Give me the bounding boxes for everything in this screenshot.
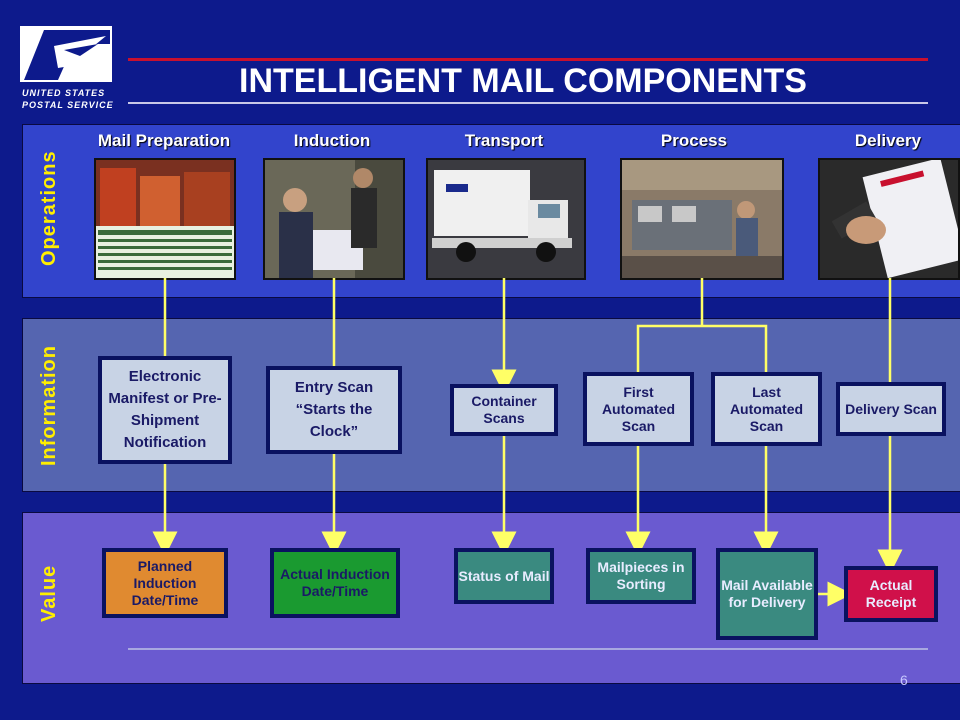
actual-receipt-box: Actual Receipt (844, 566, 938, 622)
logo-text-line1: UNITED STATES (22, 88, 106, 98)
logo-text-line2: POSTAL SERVICE (22, 100, 114, 110)
delivery-scan-box: Delivery Scan (836, 382, 946, 436)
mail-available-box: Mail Available for Delivery (716, 548, 818, 640)
title-bottom-rule (128, 102, 928, 104)
page-title: INTELLIGENT MAIL COMPONENTS (239, 62, 807, 100)
bottom-rule (128, 648, 928, 650)
planned-induction-box: Planned Induction Date/Time (102, 548, 228, 618)
entry-scan-box: Entry Scan “Starts the Clock” (266, 366, 402, 454)
mail-preparation-photo (94, 158, 236, 280)
electronic-manifest-box: Electronic Manifest or Pre-Shipment Noti… (98, 356, 232, 464)
mailpieces-in-sorting-box: Mailpieces in Sorting (586, 548, 696, 604)
stage-induction: Induction (293, 131, 371, 150)
stage-transport: Transport (464, 131, 544, 150)
status-of-mail-box: Status of Mail (454, 548, 554, 604)
stage-mail-preparation: Mail Preparation (97, 131, 231, 150)
stage-process: Process (660, 131, 728, 150)
last-automated-scan-box: Last Automated Scan (711, 372, 822, 446)
eagle-icon (20, 26, 112, 82)
page-number: 6 (900, 672, 908, 688)
usps-logo: UNITED STATES POSTAL SERVICE (14, 24, 114, 114)
stage-delivery: Delivery (854, 131, 922, 150)
induction-photo (263, 158, 405, 280)
process-photo (620, 158, 784, 280)
delivery-photo (818, 158, 960, 280)
container-scans-box: Container Scans (450, 384, 558, 436)
transport-photo (426, 158, 586, 280)
first-automated-scan-box: First Automated Scan (583, 372, 694, 446)
actual-induction-box: Actual Induction Date/Time (270, 548, 400, 618)
title-top-rule (128, 58, 928, 61)
